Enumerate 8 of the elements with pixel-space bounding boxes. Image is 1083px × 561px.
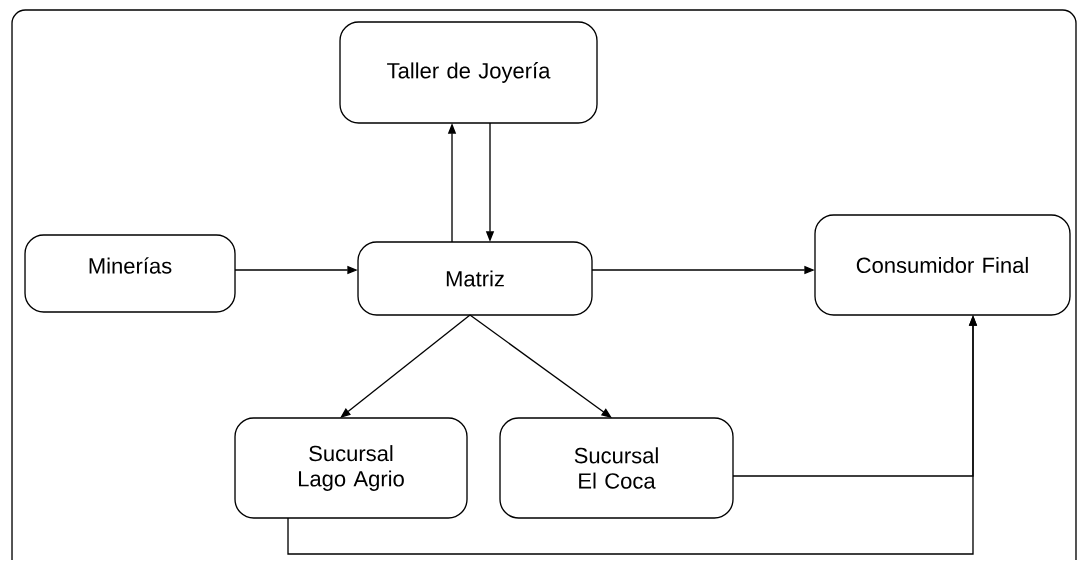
process-box: Taller de Joyería	[339, 21, 598, 124]
process-box: Sucursal El Coca	[499, 417, 734, 519]
arrow	[340, 314, 471, 418]
process-box: Matriz	[357, 241, 593, 316]
process-box: Sucursal Lago Agrio	[234, 417, 468, 519]
process-box: Minerías	[24, 234, 236, 313]
process-box: Consumidor Final	[814, 214, 1071, 316]
arrow	[469, 314, 612, 418]
